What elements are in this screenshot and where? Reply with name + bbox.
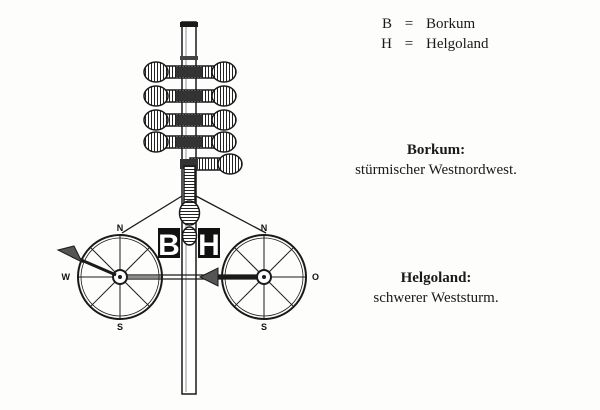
right-wheel-north-label: N [261, 223, 268, 233]
right-wheel-south-label: S [261, 322, 267, 332]
left-wheel-west-label: W [62, 272, 71, 282]
signal-arm [143, 131, 237, 153]
right-wheel-east-label: O [312, 272, 319, 282]
mast-label-b: B [158, 229, 180, 262]
legend-equals: = [404, 36, 414, 52]
note-borkum: Borkum: stürmischer Westnordwest. [316, 140, 556, 180]
legend-value: Borkum [426, 16, 476, 32]
mast-label-h: H [198, 229, 220, 262]
lowered-signal-arm [178, 165, 201, 246]
note-borkum-heading: Borkum: [406, 142, 466, 158]
left-wheel-pointer-arrow [56, 245, 117, 277]
legend: B = Borkum H = Helgoland [360, 14, 530, 54]
left-direction-wheel: N S W [56, 223, 163, 332]
signal-arm [143, 85, 237, 107]
signal-arm [143, 109, 237, 131]
right-wheel-pointer-arrow [198, 267, 258, 287]
note-helgoland-heading: Helgoland: [400, 270, 472, 286]
mast-letters: B H [158, 228, 220, 262]
note-helgoland-text: schwerer Weststurm. [373, 290, 499, 306]
signal-arm [143, 61, 237, 83]
note-borkum-text: stürmischer Westnordwest. [355, 162, 517, 178]
support-stays [120, 195, 267, 280]
signal-arm [180, 153, 243, 175]
legend-equals: = [404, 16, 414, 32]
note-helgoland: Helgoland: schwerer Weststurm. [316, 268, 556, 308]
left-wheel-south-label: S [117, 322, 123, 332]
signal-arms [143, 61, 243, 175]
right-direction-wheel: N S O [198, 223, 319, 332]
legend-key: H [381, 36, 392, 52]
legend-key: B [381, 16, 392, 32]
left-wheel-north-label: N [117, 223, 124, 233]
legend-row-borkum: B = Borkum [360, 14, 530, 34]
legend-value: Helgoland [426, 36, 489, 52]
legend-row-helgoland: H = Helgoland [360, 34, 530, 54]
